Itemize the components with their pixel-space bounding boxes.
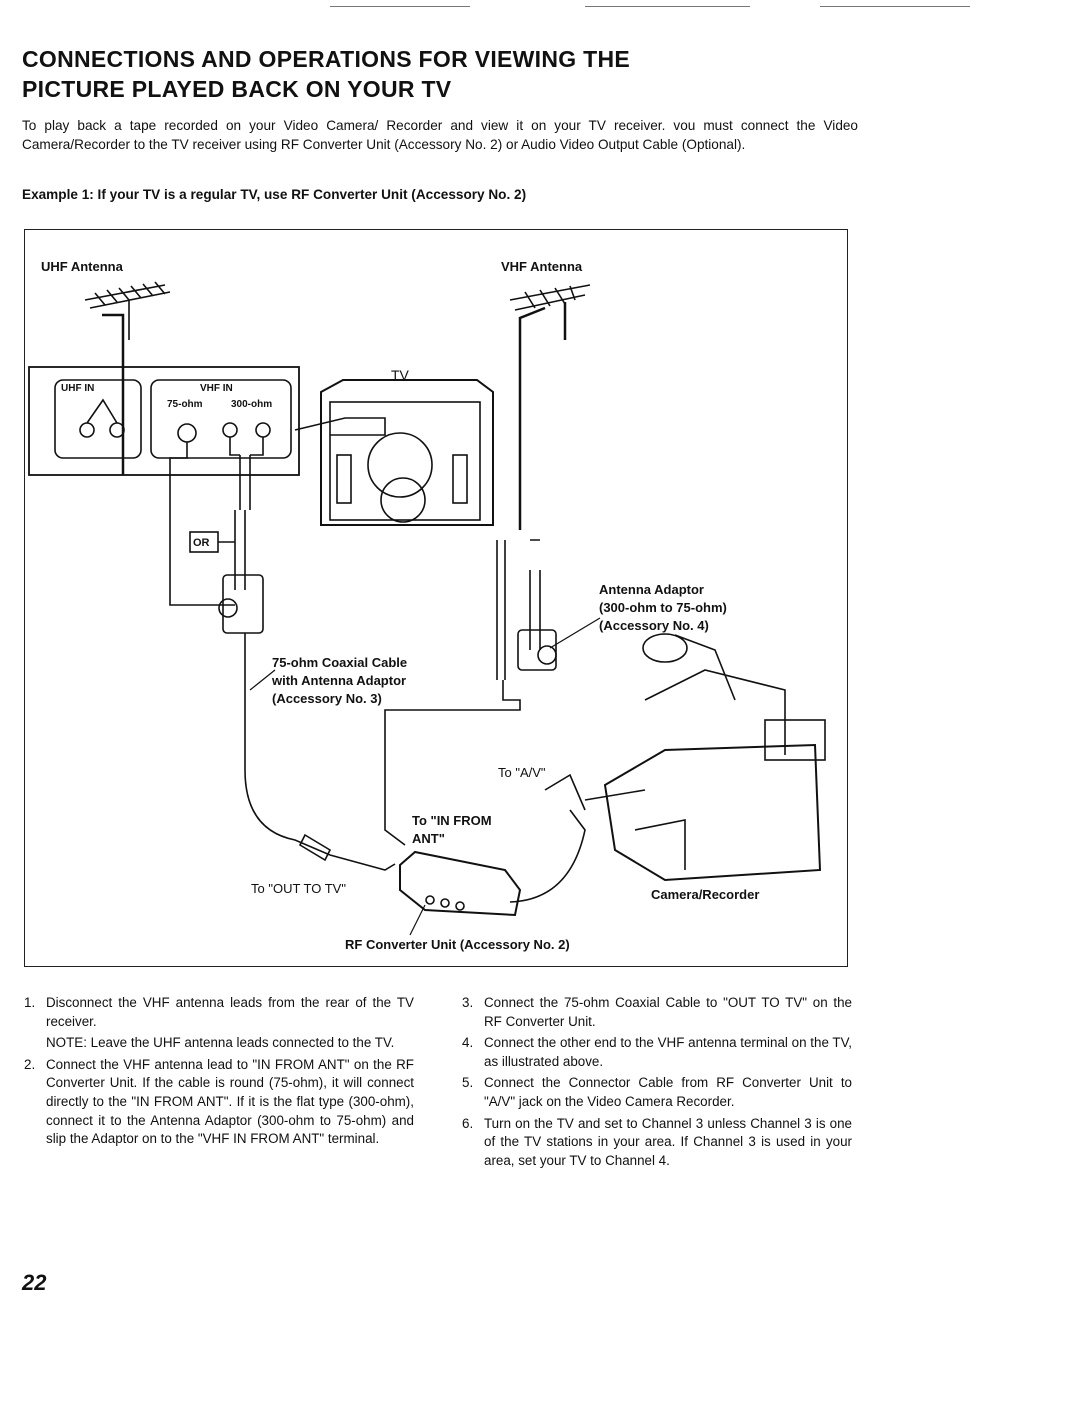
callout-lines (249, 617, 601, 936)
page-title: CONNECTIONS AND OPERATIONS FOR VIEWING T… (22, 44, 1022, 104)
label-coax-line1: 75-ohm Coaxial Cable (272, 655, 408, 670)
label-camera-recorder: Camera/Recorder (651, 887, 760, 902)
step-1: 1.Disconnect the VHF antenna leads from … (24, 995, 414, 1029)
vhf-lead (384, 539, 557, 846)
camera-recorder-icon (544, 633, 826, 882)
or-adaptor (189, 510, 331, 856)
intro-paragraph: To play back a tape recorded on your Vid… (22, 118, 858, 152)
header-rule-1 (330, 6, 470, 7)
label-coax-line3: (Accessory No. 3) (272, 691, 382, 706)
rf-converter-icon (399, 809, 586, 917)
title-line-2: PICTURE PLAYED BACK ON YOUR TV (22, 76, 452, 102)
step-5: 5.Connect the Connector Cable from RF Co… (462, 1075, 852, 1109)
label-uhf-antenna: UHF Antenna (41, 259, 123, 274)
step-2: 2.Connect the VHF antenna lead to "IN FR… (24, 1056, 414, 1147)
coax-plug-icon (298, 833, 396, 871)
example-heading: Example 1: If your TV is a regular TV, u… (22, 187, 527, 202)
label-or: OR (193, 537, 210, 549)
title-line-1: CONNECTIONS AND OPERATIONS FOR VIEWING T… (22, 46, 631, 72)
tv-terminal-panel (28, 366, 300, 606)
vhf-antenna-icon (509, 284, 591, 530)
uhf-antenna-icon (84, 281, 171, 475)
label-antenna-adaptor: Antenna Adaptor (599, 582, 704, 597)
steps-right-column: 3.Connect the 75-ohm Coaxial Cable to "O… (462, 994, 852, 1173)
connection-diagram: UHF Antenna VHF Antenna TV UHF IN VHF IN… (24, 229, 848, 967)
label-vhf-antenna: VHF Antenna (501, 259, 583, 274)
label-antenna-adaptor-acc: (Accessory No. 4) (599, 618, 709, 633)
label-75-ohm: 75-ohm (167, 399, 203, 410)
tv-icon (294, 379, 494, 526)
step-note: NOTE: Leave the UHF antenna leads connec… (46, 1035, 395, 1051)
label-to-in-from-1: To "IN FROM (412, 813, 492, 828)
label-antenna-adaptor-spec: (300-ohm to 75-ohm) (599, 600, 727, 615)
step-4: 4.Connect the other end to the VHF anten… (462, 1035, 852, 1069)
label-to-out-to-tv: To "OUT TO TV" (251, 881, 346, 896)
step-6: 6.Turn on the TV and set to Channel 3 un… (462, 1115, 852, 1168)
label-uhf-in: UHF IN (61, 383, 95, 394)
header-rule-3 (820, 6, 970, 7)
label-coax-line2: with Antenna Adaptor (272, 673, 407, 688)
diagram-drawing (28, 281, 826, 936)
label-vhf-in: VHF IN (200, 383, 233, 394)
label-300-ohm: 300-ohm (231, 399, 273, 410)
label-tv: TV (391, 367, 409, 383)
label-rf-converter: RF Converter Unit (Accessory No. 2) (345, 937, 570, 952)
steps-left-column: 1.Disconnect the VHF antenna leads from … (24, 994, 414, 1152)
label-to-av: To "A/V" (498, 765, 546, 780)
header-rule-2 (585, 6, 750, 7)
label-to-in-from-2: ANT" (412, 831, 445, 846)
page-number: 22 (22, 1270, 47, 1295)
step-3: 3.Connect the 75-ohm Coaxial Cable to "O… (462, 995, 852, 1029)
